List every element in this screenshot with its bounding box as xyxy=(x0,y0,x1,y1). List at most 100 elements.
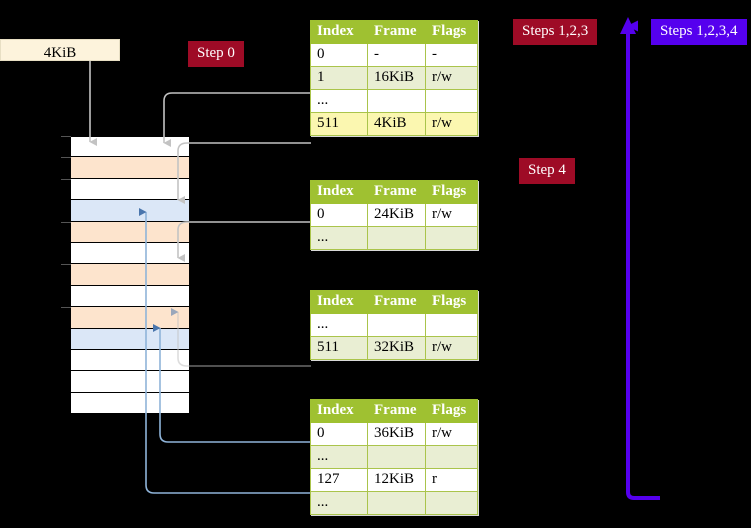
table-header-row: Index Frame Flags xyxy=(310,180,478,204)
cell-frame xyxy=(367,89,426,113)
step0-label: Step 0 xyxy=(197,45,235,61)
cell-frame xyxy=(367,445,426,469)
memory-frame-row xyxy=(71,221,190,243)
cell-frame: 36KiB xyxy=(367,422,426,446)
cell-flags xyxy=(425,313,478,337)
connector-t3-row511-to-memory xyxy=(171,308,311,367)
frame-size-label: 4KiB xyxy=(43,45,77,61)
memory-frame-row xyxy=(71,307,190,329)
cell-flags: r xyxy=(425,468,478,492)
frame-size-box: 4KiB xyxy=(0,39,120,61)
cell-index: 0 xyxy=(310,203,368,227)
memory-tick-mark xyxy=(61,136,71,137)
cell-flags xyxy=(425,226,478,250)
cell-index: 0 xyxy=(310,422,368,446)
memory-tick-mark xyxy=(61,307,71,309)
table-row: ... xyxy=(310,445,478,469)
cell-flags: r/w xyxy=(425,203,478,227)
column-header-frame: Frame xyxy=(367,399,426,423)
cell-index: ... xyxy=(310,313,368,337)
memory-frame-row xyxy=(71,371,190,393)
table-row: 0 - - xyxy=(310,43,478,67)
step4-badge: Step 4 xyxy=(519,158,575,184)
cell-frame: - xyxy=(367,43,426,67)
table-row: 127 12KiB r xyxy=(310,468,478,492)
page-table-level2: Index Frame Flags ... 511 32KiB r/w xyxy=(310,290,478,360)
table-row-highlighted: 511 4KiB r/w xyxy=(310,112,478,136)
memory-frame-row xyxy=(71,243,190,265)
table-header-row: Index Frame Flags xyxy=(310,20,478,44)
table-row: ... xyxy=(310,491,478,515)
cell-index: ... xyxy=(310,226,368,250)
cell-frame xyxy=(367,313,426,337)
cell-index: ... xyxy=(310,491,368,515)
cell-flags: - xyxy=(425,43,478,67)
cell-frame: 12KiB xyxy=(367,468,426,492)
memory-frame-row xyxy=(71,136,190,158)
bracket-arrow-head xyxy=(620,17,636,34)
steps1234-badge: Steps 1,2,3,4 xyxy=(651,19,747,45)
table-row: ... xyxy=(310,313,478,337)
column-header-index: Index xyxy=(310,290,368,314)
column-header-frame: Frame xyxy=(367,290,426,314)
cell-flags: r/w xyxy=(425,336,478,360)
memory-tick-mark xyxy=(61,157,71,159)
table-row: 0 36KiB r/w xyxy=(310,422,478,446)
connector-t2-row0-to-memory xyxy=(177,221,311,262)
cell-frame: 32KiB xyxy=(367,336,426,360)
step4-label: Step 4 xyxy=(528,162,566,178)
cell-frame: 4KiB xyxy=(367,112,426,136)
table-header-row: Index Frame Flags xyxy=(310,290,478,314)
table-row: 0 24KiB r/w xyxy=(310,203,478,227)
table-row: 1 16KiB r/w xyxy=(310,66,478,90)
step0-badge: Step 0 xyxy=(188,41,244,67)
memory-frame-row xyxy=(71,178,190,201)
column-header-index: Index xyxy=(310,20,368,44)
column-header-frame: Frame xyxy=(367,180,426,204)
column-header-index: Index xyxy=(310,399,368,423)
memory-frame-row xyxy=(71,157,190,179)
table-row: ... xyxy=(310,226,478,250)
physical-memory-column xyxy=(61,136,190,415)
memory-frame-row xyxy=(71,392,190,415)
page-table-level3: Index Frame Flags 0 24KiB r/w ... xyxy=(310,180,478,250)
memory-frame-row xyxy=(71,264,190,286)
cell-index: 0 xyxy=(310,43,368,67)
column-header-index: Index xyxy=(310,180,368,204)
cell-frame: 24KiB xyxy=(367,203,426,227)
page-table-level4: Index Frame Flags 0 - - 1 16KiB r/w ... xyxy=(310,20,478,136)
column-header-flags: Flags xyxy=(425,399,478,423)
memory-frame-row xyxy=(71,350,190,372)
column-header-flags: Flags xyxy=(425,180,478,204)
cell-flags xyxy=(425,445,478,469)
steps1234-label: Steps 1,2,3,4 xyxy=(660,23,738,39)
memory-frame-row xyxy=(71,285,190,308)
cell-frame xyxy=(367,226,426,250)
steps-bracket-path xyxy=(626,30,660,500)
memory-tick-mark xyxy=(61,178,71,180)
column-header-flags: Flags xyxy=(425,290,478,314)
cell-flags xyxy=(425,89,478,113)
cell-index: 511 xyxy=(310,112,368,136)
cell-frame: 16KiB xyxy=(367,66,426,90)
cell-frame xyxy=(367,491,426,515)
connector-t1-row511-to-memory xyxy=(177,142,311,204)
cell-index: 1 xyxy=(310,66,368,90)
table-row: ... xyxy=(310,89,478,113)
memory-frame-row xyxy=(71,200,190,222)
page-table-level1: Index Frame Flags 0 36KiB r/w ... 127 12… xyxy=(310,399,478,515)
column-header-frame: Frame xyxy=(367,20,426,44)
cell-flags: r/w xyxy=(425,422,478,446)
cell-flags: r/w xyxy=(425,112,478,136)
memory-tick-mark xyxy=(61,221,71,223)
cell-index: ... xyxy=(310,89,368,113)
cell-flags: r/w xyxy=(425,66,478,90)
steps123-badge: Steps 1,2,3 xyxy=(513,19,598,45)
steps123-label: Steps 1,2,3 xyxy=(522,23,589,39)
column-header-flags: Flags xyxy=(425,20,478,44)
table-header-row: Index Frame Flags xyxy=(310,399,478,423)
cell-flags xyxy=(425,491,478,515)
memory-tick-mark xyxy=(61,264,71,266)
cell-index: ... xyxy=(310,445,368,469)
